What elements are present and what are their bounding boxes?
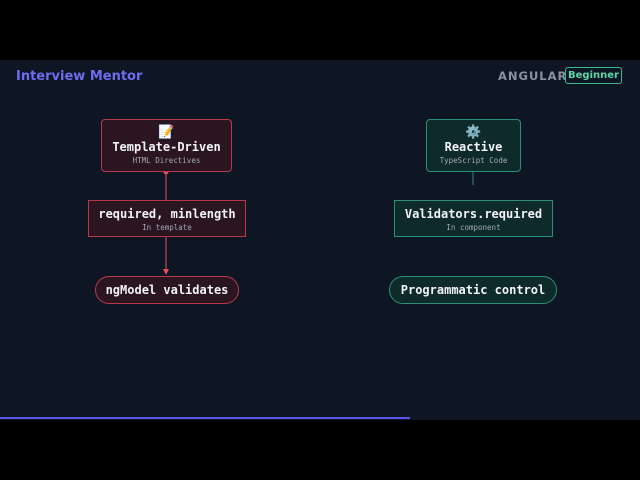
programmatic-title: Programmatic control: [400, 283, 546, 297]
template-driven-subtitle: HTML Directives: [132, 156, 201, 165]
template-validators-title: required, minlength: [98, 207, 236, 221]
ngmodel-node: ngModel validates: [95, 276, 239, 304]
template-validators-node: required, minlength In template: [88, 200, 246, 237]
level-badge: Beginner: [565, 67, 622, 84]
reactive-title: Reactive: [444, 140, 503, 154]
reactive-validators-node: Validators.required In component: [394, 200, 553, 237]
connectors: [163, 169, 474, 275]
topic-label: ANGULAR: [498, 69, 568, 83]
reactive-subtitle: TypeScript Code: [439, 156, 508, 165]
reactive-validators-title: Validators.required: [404, 207, 543, 221]
reactive-validators-subtitle: In component: [446, 223, 501, 232]
memo-icon: 📝: [158, 125, 175, 140]
template-validators-subtitle: In template: [142, 223, 192, 232]
ngmodel-title: ngModel validates: [105, 283, 229, 297]
template-driven-title: Template-Driven: [112, 140, 221, 154]
programmatic-node: Programmatic control: [389, 276, 557, 304]
progress-bar: [0, 417, 410, 419]
slide: Interview Mentor ANGULAR Beginner 📝 Temp…: [0, 60, 640, 420]
gear-icon: ⚙️: [465, 125, 482, 140]
reactive-node: ⚙️ Reactive TypeScript Code: [426, 119, 521, 172]
brand-title: Interview Mentor: [16, 69, 143, 84]
template-driven-node: 📝 Template-Driven HTML Directives: [101, 119, 232, 172]
